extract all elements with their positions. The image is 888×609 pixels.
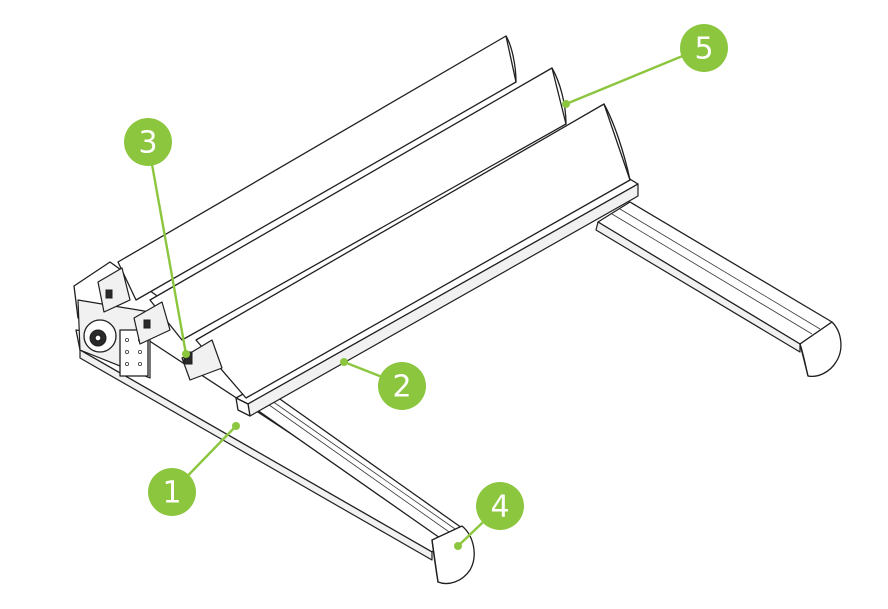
callout-2-label: 2 (392, 370, 411, 405)
callout-4-label: 4 (490, 490, 509, 525)
callout-3-circle (124, 118, 172, 166)
callout-2-circle (378, 362, 426, 410)
leader-5 (564, 46, 704, 106)
callout-4: 4 (476, 482, 524, 530)
leader-4-dot (454, 542, 462, 550)
callout-1: 1 (148, 468, 196, 516)
leader-1-dot (232, 422, 240, 430)
callout-5-label: 5 (694, 32, 713, 67)
leader-3-dot (182, 350, 190, 358)
fin-holders (97, 267, 223, 381)
callout-1-label: 1 (162, 476, 181, 511)
callout-3: 3 (124, 118, 172, 166)
leader-5-dot (562, 100, 570, 108)
callout-2: 2 (378, 362, 426, 410)
callout-1-circle (148, 468, 196, 516)
callout-5-circle (680, 24, 728, 72)
left-rail (75, 329, 475, 585)
leader-2-dot (340, 358, 348, 366)
callout-5: 5 (680, 24, 728, 72)
partition-fins (117, 35, 631, 399)
callout-4-circle (476, 482, 524, 530)
leader-lines (146, 46, 704, 550)
callout-3-label: 3 (138, 126, 157, 161)
right-rail (595, 201, 842, 378)
leader-3 (146, 140, 188, 356)
